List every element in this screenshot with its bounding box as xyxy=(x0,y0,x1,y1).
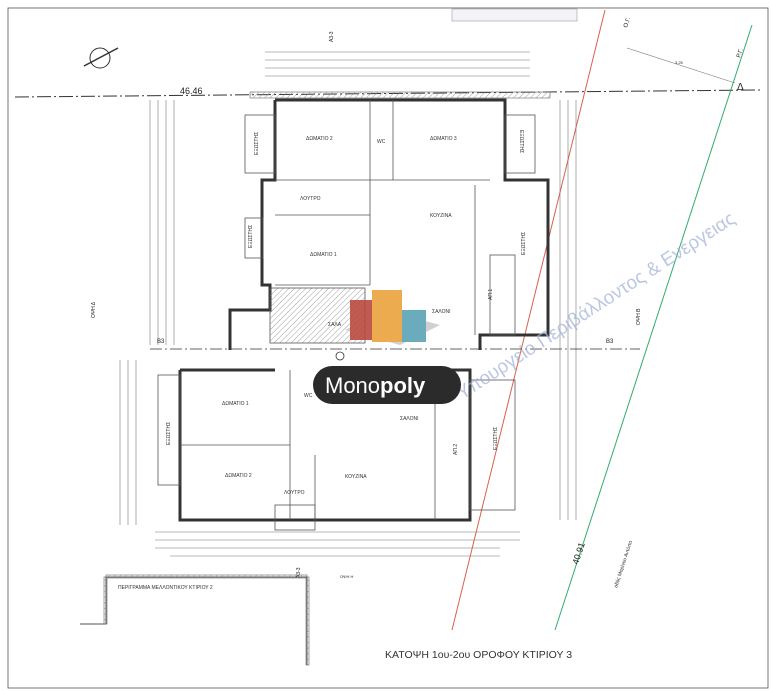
section-a-top: Α3-3 xyxy=(329,31,335,42)
elevation-h-label: ΟΨΗ Η xyxy=(340,574,353,579)
room-upper-balcony-left1: ΕΞΩΣΤΗΣ xyxy=(254,132,260,155)
room-lower-balcony-left: ΕΞΩΣΤΗΣ xyxy=(166,422,172,445)
room-lower-living: ΣΑΛΟΝΙ xyxy=(400,416,419,422)
room-upper-balcony-left2: ΕΞΩΣΤΗΣ xyxy=(248,225,254,248)
elevation-top-label: 46.46 xyxy=(180,86,203,96)
room-upper-bedroom1: ΔΩΜΑΤΙΟ 1 xyxy=(310,252,337,258)
neighbor-wall-hatch xyxy=(249,91,551,99)
room-lower-bedroom2: ΔΩΜΑΤΙΟ 2 xyxy=(225,473,252,479)
ministry-watermark: Υπουργείο Περιβάλλοντος & Ενέργειας xyxy=(453,208,739,404)
logo-light: Mono xyxy=(325,373,380,398)
sheet-frame xyxy=(7,7,769,689)
og-line-label: Ο.Γ. xyxy=(623,16,632,28)
elevation-right-label: 40.91 xyxy=(570,541,586,566)
room-upper-balcony-right2: ΕΞΩΣΤΗΣ xyxy=(521,232,527,255)
elevation-d-label: ΟΨΗ Δ xyxy=(91,301,97,318)
logo-bold: poly xyxy=(380,373,426,398)
og-rg-dimension-label: 3.25 xyxy=(675,60,684,65)
room-lower-wc: WC xyxy=(304,393,313,399)
plan-title: ΚΑΤΟΨΗ 1ου-2ου ΟΡΟΦΟΥ ΚΤΙΡΙΟΥ 3 xyxy=(385,649,572,661)
room-lower-storage: ΑΠ.2 xyxy=(453,444,459,455)
room-lower-kitchen: ΚΟΥΖΙΝΑ xyxy=(345,474,367,480)
elevation-b-label: ΟΨΗ Β xyxy=(636,308,642,325)
stairs xyxy=(269,287,366,344)
lower-apartment xyxy=(157,368,516,531)
room-upper-storage: ΑΠ.1 xyxy=(488,289,494,300)
future-building-label: ΠΕΡΙΓΡΑΜΜΑ ΜΕΛΛΟΝΤΙΚΟΥ ΚΤΙΡΙΟΥ 2 xyxy=(118,585,213,591)
svg-text:Monopoly: Monopoly xyxy=(325,373,426,398)
rg-line-label: Ρ.Γ. xyxy=(736,48,745,59)
entrance-marker-icon xyxy=(335,351,345,361)
room-lower-bath: ΛΟΥΤΡΟ xyxy=(284,490,305,496)
north-arrow-icon xyxy=(83,47,119,69)
monopoly-logo: Monopoly xyxy=(313,366,461,404)
rg-line xyxy=(554,24,753,631)
section-b-left: Β3 xyxy=(157,339,165,345)
room-upper-bath: ΛΟΥΤΡΟ xyxy=(300,196,321,202)
section-b-right: Β3 xyxy=(606,339,614,345)
room-upper-balcony-right1: ΕΞΩΣΤΗΣ xyxy=(518,130,524,153)
room-lower-bedroom1: ΔΩΜΑΤΙΟ 1 xyxy=(222,401,249,407)
point-delta-label: Δ xyxy=(737,82,744,93)
room-upper-bedroom3: ΔΩΜΑΤΙΟ 3 xyxy=(430,136,457,142)
room-upper-living: ΣΑΛΟΝΙ xyxy=(432,309,451,315)
future-building-outline xyxy=(80,574,310,666)
room-upper-hall: ΣΑΛΑ xyxy=(328,322,342,328)
section-a-bottom: Α3-3 xyxy=(296,567,302,578)
street-label: οδός Μαρίνου Αντύπα xyxy=(612,540,634,589)
building-logo-icon xyxy=(345,290,440,345)
title-block xyxy=(451,8,578,22)
room-upper-kitchen: ΚΟΥΖΙΝΑ xyxy=(430,213,452,219)
property-line xyxy=(14,89,761,98)
upper-apartment xyxy=(228,98,550,350)
dimension-lines xyxy=(119,51,577,557)
room-upper-wc: WC xyxy=(377,139,386,145)
og-line xyxy=(451,9,606,631)
room-lower-balcony-right: ΕΞΩΣΤΗΣ xyxy=(493,427,499,450)
room-upper-bedroom2: ΔΩΜΑΤΙΟ 2 xyxy=(306,136,333,142)
og-rg-dimension xyxy=(626,47,736,84)
